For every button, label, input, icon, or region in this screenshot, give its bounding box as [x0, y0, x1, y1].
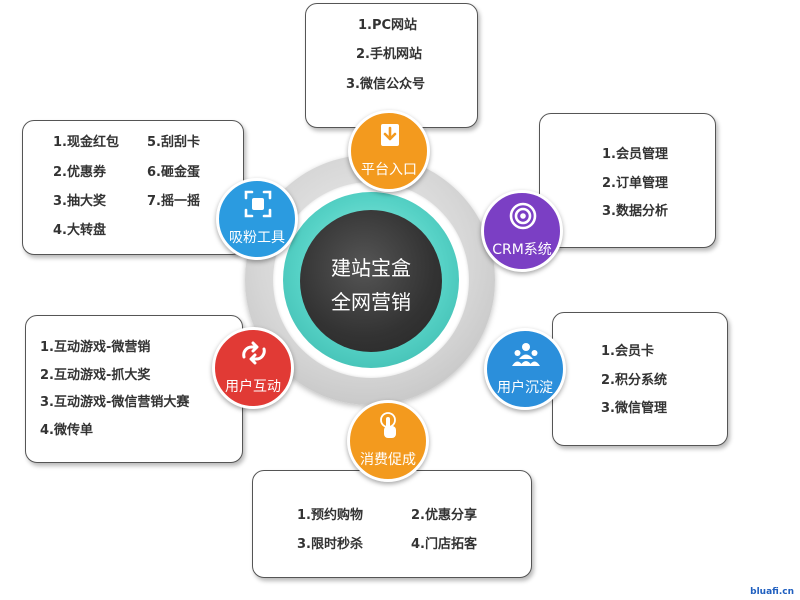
node-purchase-promotion: 消费促成 [347, 400, 429, 482]
users-group-icon [512, 343, 540, 366]
user-retention-box: 1.会员卡 2.积分系统 3.微信管理 [552, 312, 728, 446]
box-line: 2.订单管理 [602, 176, 668, 191]
target-icon [509, 202, 537, 230]
box-line: 1.会员卡 [601, 344, 654, 359]
box-line: 3.数据分析 [602, 204, 668, 219]
box-line: 1.PC网站 [358, 18, 418, 33]
node-user-interaction: 用户互动 [212, 327, 294, 409]
node-label: CRM系统 [492, 242, 552, 258]
box-line: 1.预约购物 [297, 508, 363, 523]
box-line: 2.手机网站 [356, 47, 422, 62]
node-label: 用户互动 [225, 379, 281, 395]
user-interaction-box: 1.互动游戏-微营销 2.互动游戏-抓大奖 3.互动游戏-微信营销大赛 4.微传… [25, 315, 243, 463]
box-line: 1.会员管理 [602, 147, 668, 162]
platform-entry-box: 1.PC网站 2.手机网站 3.微信公众号 [305, 3, 478, 128]
node-crm-system: CRM系统 [481, 190, 563, 272]
cycle-arrows-icon [242, 341, 266, 365]
box-line: 3.微信管理 [601, 401, 667, 416]
box-line: 4.大转盘 [53, 223, 106, 238]
box-line: 3.限时秒杀 [297, 537, 363, 552]
box-line: 4.微传单 [40, 423, 93, 438]
box-line: 7.摇一摇 [147, 194, 200, 209]
box-line: 3.互动游戏-微信营销大赛 [40, 395, 190, 410]
node-label: 用户沉淀 [497, 380, 553, 396]
node-label: 消费促成 [360, 452, 416, 468]
node-label: 平台入口 [361, 162, 417, 178]
expand-icon [244, 190, 272, 218]
node-label: 吸粉工具 [229, 230, 285, 246]
box-line: 4.门店拓客 [411, 537, 477, 552]
crm-box: 1.会员管理 2.订单管理 3.数据分析 [539, 113, 716, 248]
watermark: bluafi.cn [750, 587, 794, 597]
box-line: 2.优惠分享 [411, 508, 477, 523]
tap-hand-icon [380, 412, 396, 438]
fan-tools-box: 1.现金红包 2.优惠券 3.抽大奖 4.大转盘 5.刮刮卡 6.砸金蛋 7.摇… [22, 120, 244, 255]
node-platform-entry: 平台入口 [348, 110, 430, 192]
box-line: 5.刮刮卡 [147, 135, 200, 150]
box-line: 1.现金红包 [53, 135, 119, 150]
box-line: 2.互动游戏-抓大奖 [40, 368, 151, 383]
purchase-promotion-box: 1.预约购物 3.限时秒杀 2.优惠分享 4.门店拓客 [252, 470, 532, 578]
center-title-line1: 建站宝盒 [331, 256, 411, 280]
box-line: 2.优惠券 [53, 165, 106, 180]
node-user-retention: 用户沉淀 [484, 328, 566, 410]
box-line: 3.抽大奖 [53, 194, 106, 209]
box-line: 3.微信公众号 [346, 77, 425, 92]
download-arrow-icon [381, 124, 399, 146]
center-core [300, 210, 442, 352]
center-title-line2: 全网营销 [331, 290, 411, 314]
box-line: 1.互动游戏-微营销 [40, 340, 151, 355]
box-line: 2.积分系统 [601, 373, 667, 388]
node-fan-tools: 吸粉工具 [216, 178, 298, 260]
box-line: 6.砸金蛋 [147, 165, 200, 180]
